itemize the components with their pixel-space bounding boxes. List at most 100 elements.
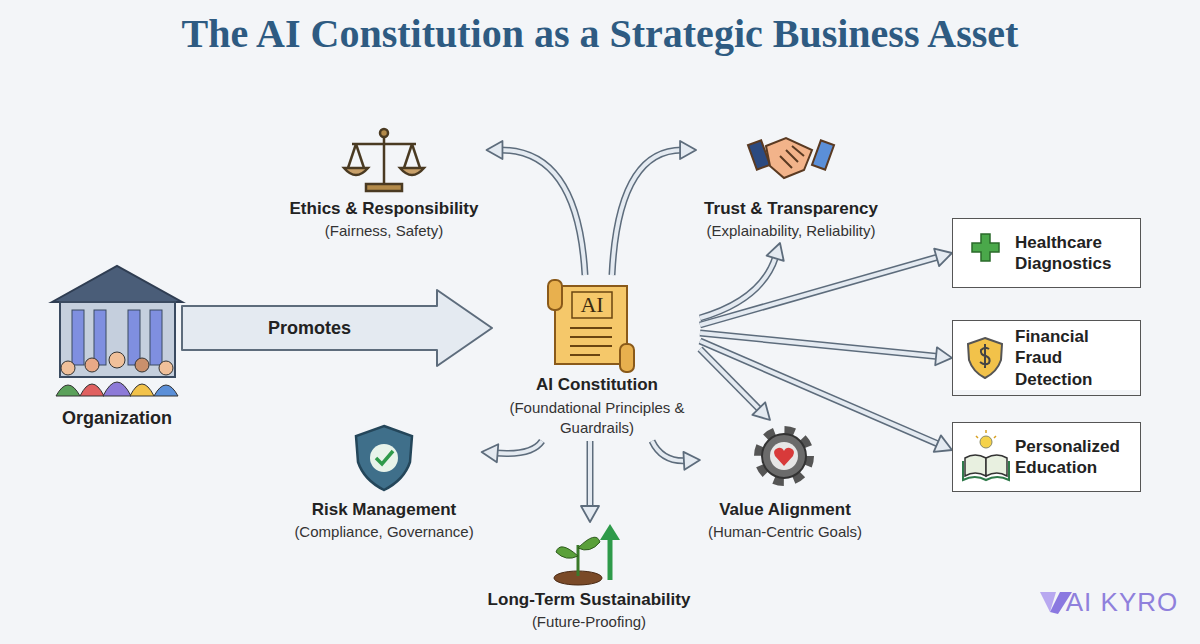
concept-node: Organization xyxy=(54,262,180,433)
illustration-part xyxy=(103,382,131,396)
illustration-part xyxy=(376,451,393,464)
arrow-head xyxy=(680,141,696,159)
illustration-part xyxy=(570,345,612,347)
connector xyxy=(486,141,585,275)
illustration-part xyxy=(352,143,416,146)
connector xyxy=(612,141,696,275)
illustration-part xyxy=(370,444,398,472)
illustration-part xyxy=(85,358,99,372)
handshake-icon xyxy=(748,138,834,178)
illustration-part xyxy=(130,384,154,396)
node-heading: Healthcare Diagnostics xyxy=(1015,232,1134,275)
connector-fill xyxy=(700,257,939,325)
illustration-part xyxy=(570,354,600,356)
illustration-part xyxy=(780,146,804,168)
illustration-part xyxy=(56,385,80,396)
node-heading: Financial Fraud Detection xyxy=(1015,326,1134,390)
arrow-head xyxy=(683,452,699,470)
illustration-part xyxy=(94,310,106,365)
connector-outline xyxy=(496,441,542,454)
illustration-part xyxy=(762,434,806,478)
illustration-part xyxy=(770,442,798,470)
illustration-part xyxy=(356,144,364,168)
edge-label: Promotes xyxy=(268,318,351,339)
illustration-part xyxy=(963,461,1009,480)
illustration-part xyxy=(600,524,620,540)
illustration-part xyxy=(577,545,580,576)
illustration-part xyxy=(60,302,175,377)
illustration-part xyxy=(404,144,412,168)
illustration-part xyxy=(976,430,996,438)
arrow-head xyxy=(482,444,499,462)
arrow-head xyxy=(767,243,784,261)
application-box: Personalized Education xyxy=(952,422,1141,492)
connector-outline xyxy=(700,341,939,444)
illustration-part xyxy=(774,448,794,466)
connector-fill xyxy=(700,349,760,410)
node-subtext: (Human-Centric Goals) xyxy=(708,523,862,540)
node-heading: Long-Term Sustainability xyxy=(488,590,691,610)
illustration-part xyxy=(135,358,149,372)
connector-fill xyxy=(588,441,592,508)
illustration-part xyxy=(400,168,424,175)
illustration-part xyxy=(154,385,178,396)
node-heading: Organization xyxy=(62,408,172,429)
plant-icon xyxy=(554,524,620,585)
arrow-head xyxy=(935,347,952,365)
node-heading: Value Alignment xyxy=(708,500,862,520)
scales-icon xyxy=(344,129,424,191)
connector-fill xyxy=(496,441,542,454)
illustration-part xyxy=(608,536,613,580)
illustration-part xyxy=(968,338,1002,378)
scroll-text: AI xyxy=(580,292,603,318)
connector xyxy=(700,349,770,420)
concept-node: Value Alignment (Human-Centric Goals) xyxy=(700,420,870,544)
illustration-part xyxy=(965,455,986,476)
illustration-part xyxy=(766,138,812,178)
fraud-icon xyxy=(968,338,1002,378)
connector-fill xyxy=(700,341,939,444)
illustration-part xyxy=(572,292,612,318)
connector-outline xyxy=(500,150,585,275)
scroll-icon xyxy=(548,280,634,372)
gear-icon xyxy=(760,432,808,480)
connector xyxy=(652,441,700,470)
illustration-part xyxy=(980,436,992,448)
connector-fill xyxy=(652,441,686,461)
illustration-part xyxy=(61,361,75,375)
arrow-head xyxy=(752,402,770,420)
concept-node: Ethics & Responsibility(Fairness, Safety… xyxy=(282,122,487,243)
connector-fill xyxy=(612,150,682,275)
node-subtext: (Future-Proofing) xyxy=(488,613,691,630)
illustration-part xyxy=(812,140,834,169)
arrow-head xyxy=(581,506,599,522)
connector xyxy=(182,290,492,366)
illustration-part xyxy=(980,344,990,368)
illustration-part xyxy=(570,336,612,338)
illustration-part xyxy=(128,310,140,365)
connector-outline xyxy=(612,150,682,275)
illustration-part xyxy=(348,144,356,168)
connector-outline xyxy=(700,349,760,410)
connector-outline xyxy=(700,257,939,325)
application-box: Financial Fraud Detection xyxy=(952,320,1141,396)
connector xyxy=(700,249,952,325)
illustration-part xyxy=(620,344,634,372)
illustration-part xyxy=(952,320,1141,390)
illustration-part xyxy=(159,361,173,375)
illustration-part xyxy=(570,327,612,329)
health-icon xyxy=(972,234,999,261)
node-heading: Ethics & Responsibility xyxy=(290,199,479,219)
illustration-part xyxy=(383,132,386,184)
concept-node: Risk Management(Compliance, Governance) xyxy=(286,420,481,544)
illustration-part xyxy=(380,129,388,137)
arrow-head xyxy=(486,141,502,159)
connector xyxy=(700,341,952,452)
education-icon xyxy=(963,430,1009,480)
illustration-part xyxy=(952,422,1141,492)
node-heading: Trust & Transparency xyxy=(704,199,878,219)
connector-fill xyxy=(500,150,585,275)
